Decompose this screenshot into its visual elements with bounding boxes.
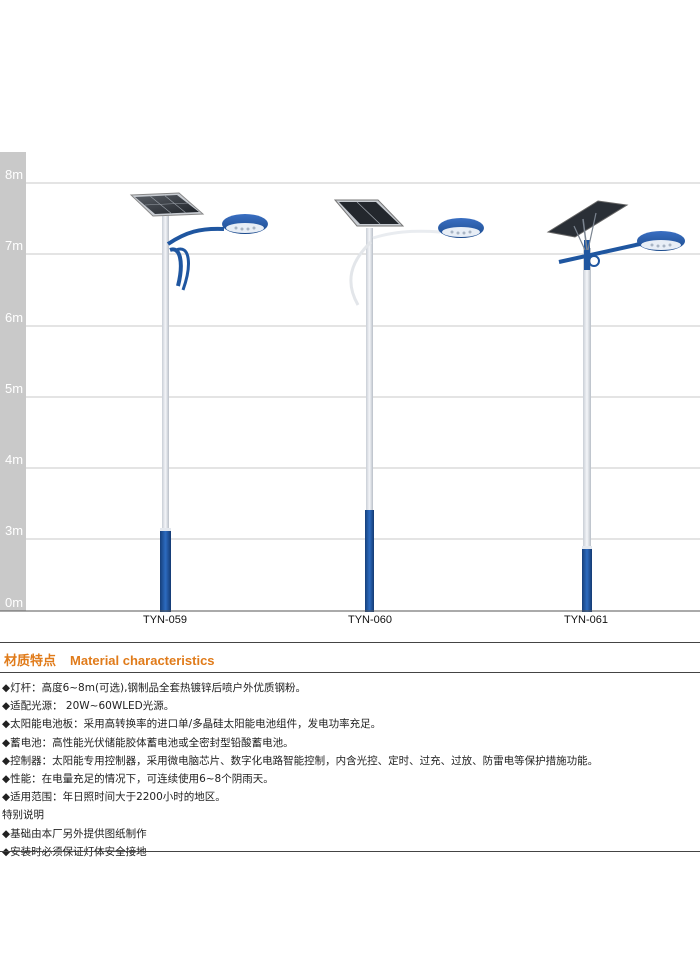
tick-label-4m: 4m [5, 452, 23, 467]
height-tick-labels: 0m 3m 4m 5m 6m 7m 8m [5, 167, 23, 610]
tick-label-6m: 6m [5, 310, 23, 325]
height-gridlines [26, 182, 700, 540]
lamp-head-icon [222, 214, 268, 234]
tick-label-8m: 8m [5, 167, 23, 182]
solar-panel-icon [129, 192, 205, 217]
lamp-tyn-059 [129, 192, 268, 612]
solar-panel-icon [333, 199, 405, 227]
lamp-head-icon [637, 231, 685, 251]
spec-item-solar-panel: ◆太阳能电池板：采用高转换率的进口单/多晶硅太阳能电池组件，发电功率充足。 [2, 718, 382, 731]
special-note-heading: 特别说明 [2, 809, 44, 822]
lamp-tyn-061 [546, 200, 685, 612]
spec-item-performance: ◆性能：在电量充足的情况下，可连续使用6~8个阴雨天。 [2, 773, 274, 786]
spec-item-application: ◆适用范围：年日照时间大于2200小时的地区。 [2, 791, 226, 804]
tick-label-0m: 0m [5, 595, 23, 610]
tick-label-5m: 5m [5, 381, 23, 396]
section-title-cn: 材质特点 [4, 654, 57, 669]
model-label-tyn-059: TYN-059 [142, 614, 188, 626]
section-title-en: Material characteristics [70, 653, 215, 668]
note-item-foundation: ◆基础由本厂另外提供图纸制作 [2, 827, 147, 840]
spec-item-controller: ◆控制器：太阳能专用控制器，采用微电脑芯片、数字化电路智能控制，内含光控、定时、… [2, 754, 599, 767]
lamp-tyn-060 [333, 199, 484, 612]
model-label-tyn-061: TYN-061 [563, 614, 609, 626]
spec-item-light-source: ◆适配光源： 20W~60WLED光源。 [2, 700, 175, 713]
tick-label-7m: 7m [5, 238, 23, 253]
lamp-head-icon [438, 218, 484, 238]
model-label-tyn-060: TYN-060 [347, 614, 393, 626]
height-axis-strip [0, 152, 26, 611]
tick-label-3m: 3m [5, 523, 23, 538]
divider-top [0, 642, 700, 643]
divider-bottom [0, 851, 700, 852]
spec-item-pole: ◆灯杆：高度6~8m(可选),钢制品全套热镀锌后喷户外优质钢粉。 [2, 682, 306, 694]
spec-item-battery: ◆蓄电池：高性能光伏储能胶体蓄电池或全密封型铅酸蓄电池。 [2, 736, 294, 749]
solar-panel-icon [546, 200, 629, 251]
divider-heading [0, 672, 700, 673]
spec-list: ◆灯杆：高度6~8m(可选),钢制品全套热镀锌后喷户外优质钢粉。 ◆适配光源： … [2, 679, 598, 861]
pole-height-illustration: 0m 3m 4m 5m 6m 7m 8m [0, 167, 700, 612]
section-heading: 材质特点 Material characteristics [4, 650, 215, 669]
